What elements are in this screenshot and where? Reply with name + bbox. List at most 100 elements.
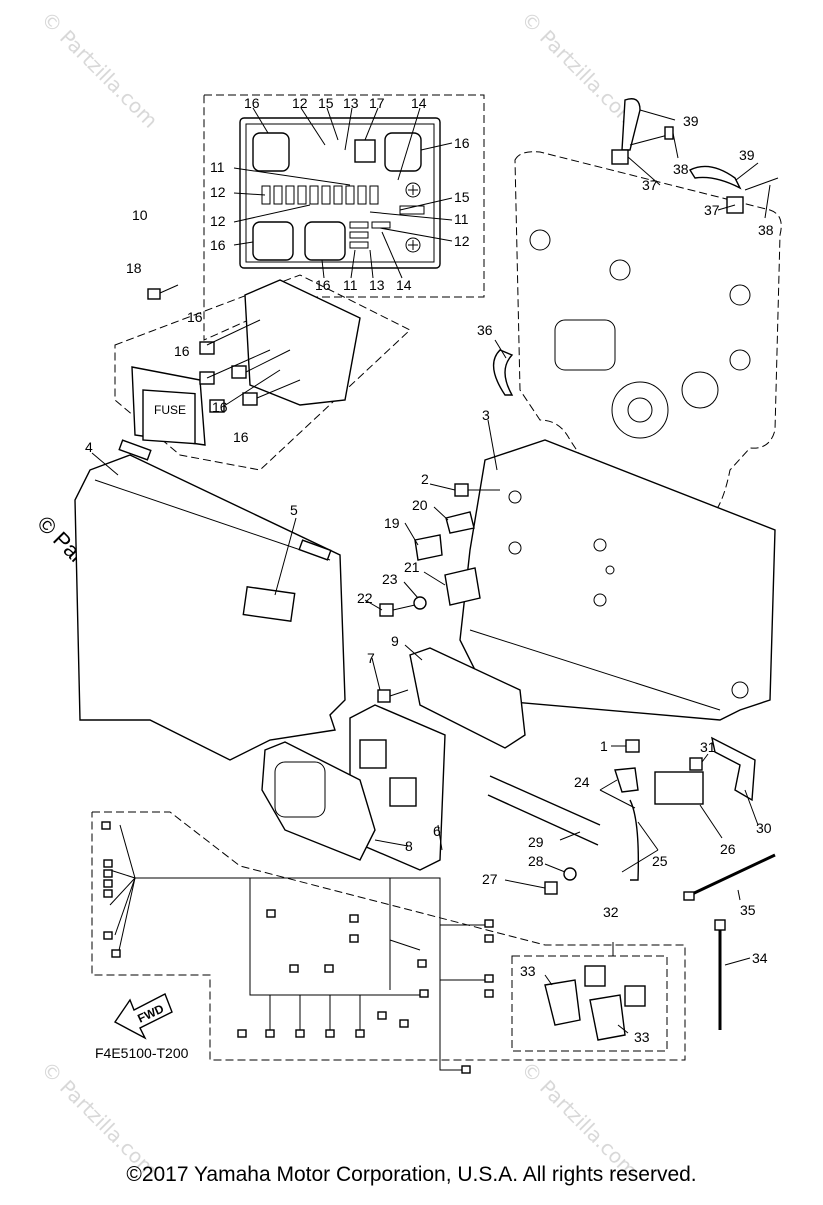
bolt-icon: [377, 689, 391, 703]
callout-label: 15: [318, 95, 334, 111]
callout-label: 14: [396, 277, 412, 293]
clamp-parts: [492, 98, 779, 396]
copyright-notice: ©2017 Yamaha Motor Corporation, U.S.A. A…: [126, 1163, 697, 1186]
callout-label: 16: [454, 135, 470, 151]
callout-label: 32: [603, 904, 619, 920]
callout-label: 1: [600, 738, 608, 754]
callout-label: 29: [528, 834, 544, 850]
connector-icon: [389, 777, 417, 807]
callout-label: 16: [212, 399, 228, 415]
lead-icon: [629, 799, 640, 881]
relay-sub-assembly: [511, 942, 668, 1052]
callout-label: 5: [290, 502, 298, 518]
bolt-icon: [544, 881, 558, 895]
ecu-assembly: [261, 644, 526, 871]
strap-icon: [621, 98, 641, 151]
callout-label: 33: [634, 1029, 650, 1045]
callout-label: 25: [652, 853, 668, 869]
callout-label: 12: [210, 213, 226, 229]
callout-label: 16: [187, 309, 203, 325]
callout-label: 31: [700, 739, 716, 755]
collar-icon: [445, 511, 475, 534]
relay-cap-icon: [584, 965, 606, 987]
callout-label: 12: [210, 184, 226, 200]
callout-label: 2: [421, 471, 429, 487]
callout-label: 21: [404, 559, 420, 575]
callout-label: 16: [233, 429, 249, 445]
cable-assembly: [487, 736, 759, 895]
washer-icon: [563, 867, 577, 881]
callout-label: 37: [704, 202, 720, 218]
relay-slot-icon: [252, 221, 294, 261]
grommet-icon: [414, 534, 443, 561]
bracket-icon: [444, 567, 481, 606]
relay-icon: [589, 994, 626, 1041]
callout-label: 11: [454, 211, 469, 227]
callout-label: 27: [482, 871, 498, 887]
callout-label: 38: [673, 161, 689, 177]
callout-label: 11: [343, 277, 358, 293]
callout-label: 28: [528, 853, 544, 869]
clamp-icon: [492, 349, 514, 396]
callout-label: 37: [642, 177, 658, 193]
callout-label: 16: [210, 237, 226, 253]
callout-label: 30: [756, 820, 772, 836]
callout-label: 18: [126, 260, 142, 276]
callout-label: 38: [758, 222, 774, 238]
strap-icon: [688, 165, 742, 190]
cover-assembly: [74, 439, 346, 761]
relay-slot-icon: [384, 132, 422, 172]
fwd-arrow-icon: FWD: [113, 993, 173, 1040]
connector-icon: [359, 739, 387, 769]
callout-label: 39: [683, 113, 699, 129]
callout-label: 14: [411, 95, 427, 111]
relay-slot-icon: [252, 132, 290, 172]
terminal-cap-icon: [614, 767, 639, 793]
callout-label: 16: [244, 95, 260, 111]
bolt-icon: [454, 483, 469, 497]
fasteners: [364, 483, 640, 753]
bolt-icon: [689, 757, 703, 771]
callout-label: 7: [367, 650, 375, 666]
callout-label: 16: [174, 343, 190, 359]
callout-label: 20: [412, 497, 428, 513]
callout-label: 12: [292, 95, 308, 111]
relay-icon: [199, 341, 215, 355]
callout-label: 36: [477, 322, 493, 338]
callout-label: 26: [720, 841, 736, 857]
relay-icon: [231, 365, 247, 379]
bracket-icon: [711, 736, 756, 802]
callout-label: 17: [369, 95, 385, 111]
callout-label: 13: [369, 277, 385, 293]
relay-slot-icon: [304, 221, 346, 261]
watermark-top-left: © Partzilla.com: [36, 7, 162, 133]
callout-label: 35: [740, 902, 756, 918]
fuse-label: FUSE: [154, 403, 186, 417]
callout-label: 6: [433, 823, 441, 839]
callout-label: 10: [132, 207, 148, 223]
callout-label: 15: [454, 189, 470, 205]
callout-label: 22: [357, 590, 373, 606]
callout-label: 19: [384, 515, 400, 531]
callout-label: 16: [315, 277, 331, 293]
callout-label: 4: [85, 439, 93, 455]
relay-icon: [242, 392, 258, 406]
bolt-icon: [625, 739, 640, 753]
callout-label: 3: [482, 407, 490, 423]
fuse-box-detail: [203, 94, 485, 341]
callout-label: 33: [520, 963, 536, 979]
callout-label: 23: [382, 571, 398, 587]
callout-label: 13: [343, 95, 359, 111]
callout-label: 24: [574, 774, 590, 790]
fuse-box-assembly: FUSE: [114, 274, 411, 471]
relay-icon: [654, 771, 704, 805]
relay-cap-icon: [624, 985, 646, 1007]
callout-labels: 16 12 15 13 17 14 16 11 12 15 12 11 12 1…: [85, 95, 774, 1045]
washer-icon: [413, 596, 427, 610]
clip-icon: [611, 149, 629, 165]
fuse-slot-icon: [354, 139, 376, 163]
callout-label: 8: [405, 838, 413, 854]
diagram-code: F4E5100-T200: [95, 1045, 189, 1061]
callout-label: 39: [739, 147, 755, 163]
